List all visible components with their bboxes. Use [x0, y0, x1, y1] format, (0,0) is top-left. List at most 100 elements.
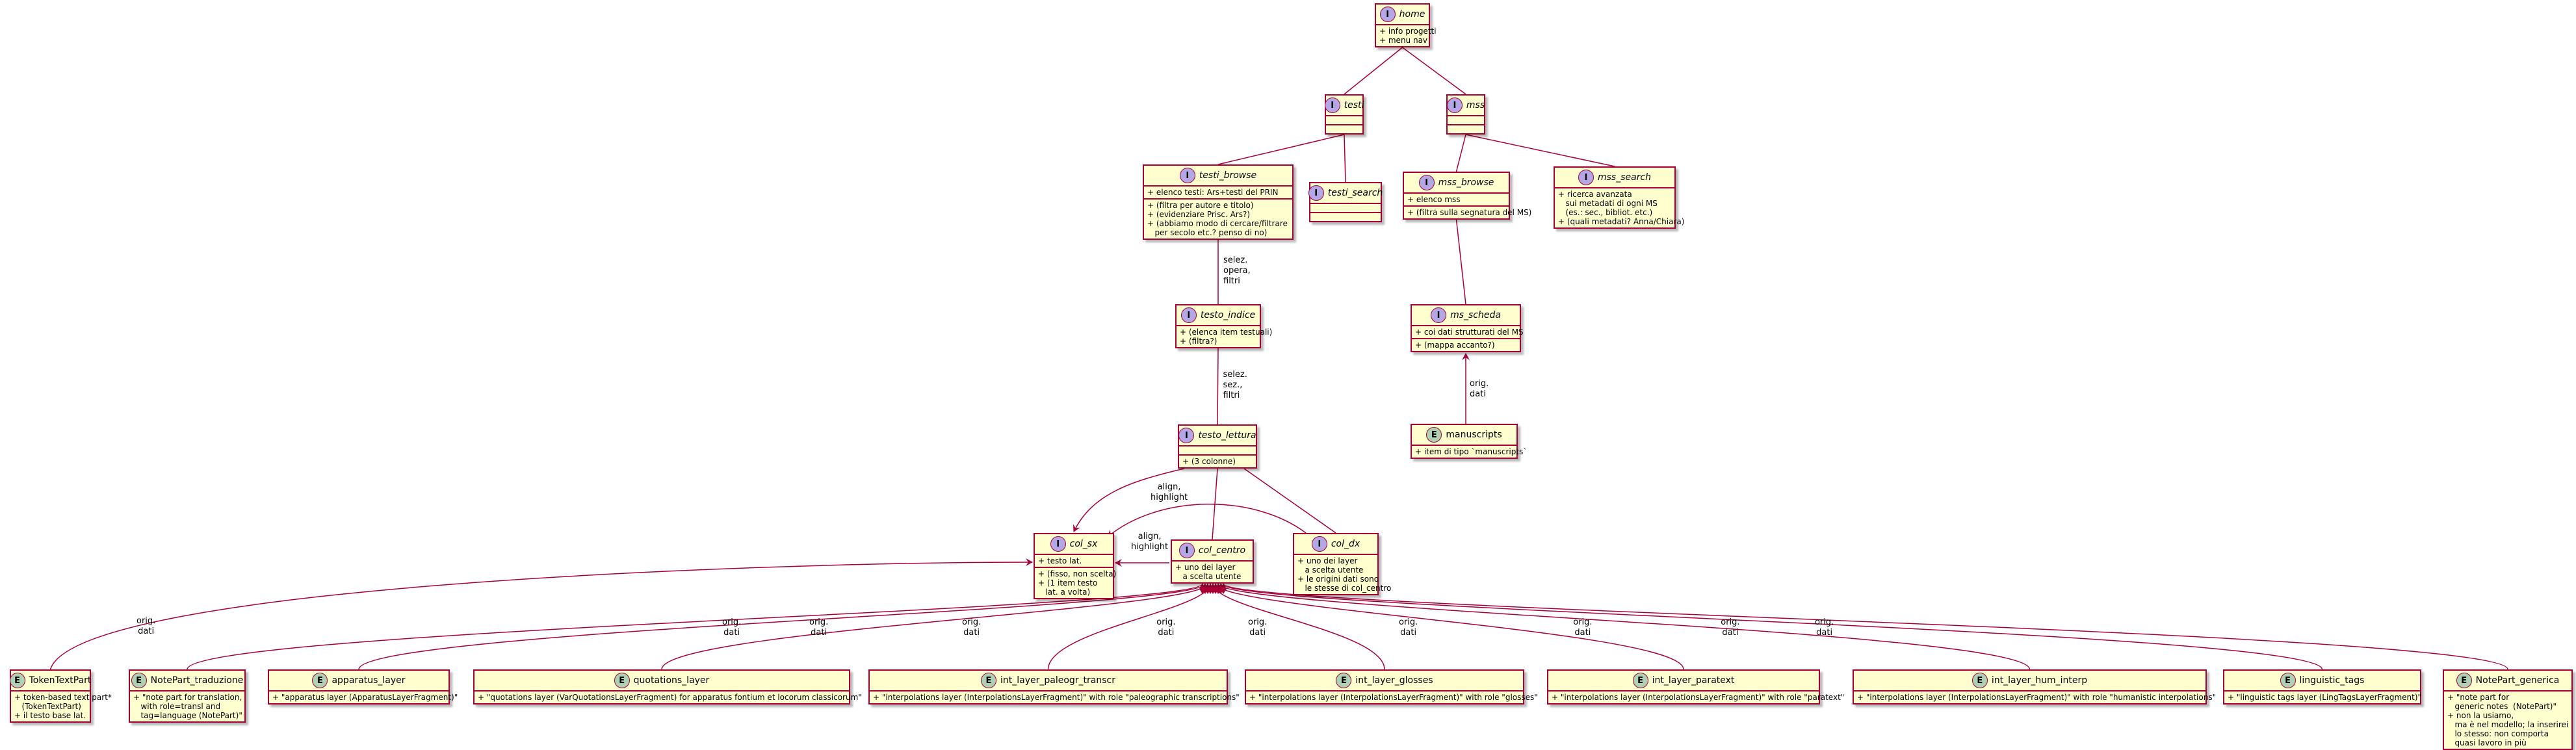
- entity-icon: E: [2456, 673, 2472, 688]
- class-member: ma è nel modello; la inserirei: [2447, 720, 2569, 729]
- edge-int-layer-hum-interp-to-col-centro: [1217, 583, 2031, 670]
- class-title: quotations_layer: [633, 675, 710, 686]
- edge-home-to-mss: [1402, 47, 1466, 95]
- edge-label: orig. dati: [1399, 617, 1418, 638]
- entity-icon: E: [614, 673, 630, 688]
- class-section: + "linguistic tags layer (LingTagsLayerF…: [2224, 692, 2422, 703]
- class-title: int_layer_hum_interp: [1991, 675, 2088, 686]
- edge-col-dx-to-col-sx: [1107, 504, 1307, 537]
- interface-icon: I: [1311, 536, 1327, 552]
- edge-label: orig. dati: [1815, 617, 1834, 638]
- class-section: [1448, 116, 1484, 125]
- edge-testo-lettura-to-col-sx: [1073, 468, 1185, 532]
- class-member: + (1 item testo: [1038, 578, 1098, 588]
- edge-int-layer-paleogr-transcr-to-col-centro: [1047, 583, 1211, 670]
- interface-icon: I: [1050, 536, 1066, 552]
- class-member: a scelta utente: [1175, 572, 1242, 581]
- class-section: + ricerca avanzata sui metadati di ogni …: [1555, 188, 1684, 227]
- class-section: + "quotations layer (VarQuotationsLayerF…: [475, 692, 862, 703]
- class-section: + elenco testi: Ars+testi del PRIN: [1144, 187, 1292, 200]
- edge-label: orig. dati: [1573, 617, 1593, 638]
- edge-label: orig. dati: [962, 617, 982, 638]
- class-member: + "interpolations layer (InterpolationsL…: [1249, 693, 1538, 702]
- class-member: + elenco testi: Ars+testi del PRIN: [1147, 188, 1279, 197]
- edge-home-to-testi: [1344, 47, 1403, 95]
- class-member: + (evidenziare Prisc. Ars?): [1147, 210, 1251, 219]
- class-section: + "interpolations layer (InterpolationsL…: [1548, 692, 1844, 703]
- class-member: + il testo base lat.: [14, 711, 86, 720]
- entity-icon: E: [131, 673, 147, 688]
- edge-label: orig. dati: [1156, 617, 1176, 638]
- entity-icon: E: [312, 673, 328, 688]
- class-member: + (elenca item testuali): [1180, 328, 1273, 337]
- class-member: sui metadati di ogni MS: [1558, 199, 1658, 208]
- class-section: + testo lat.: [1035, 555, 1113, 568]
- class-member: + (filtra per autore e titolo): [1147, 201, 1254, 210]
- class-section: [1179, 446, 1256, 456]
- class-title: col_centro: [1198, 545, 1246, 556]
- class-title: int_layer_paratext: [1652, 675, 1735, 686]
- class-title: ms_scheda: [1450, 310, 1501, 320]
- class-section: + uno dei layer a scelta utente: [1172, 562, 1253, 582]
- edge-tokentextpart-to-col-sx: [49, 558, 1033, 670]
- class-section: + "interpolations layer (InterpolationsL…: [1854, 692, 2216, 703]
- interface-icon: I: [1379, 6, 1396, 22]
- edge-testo-indice-to-testo-lettura: [1217, 348, 1219, 425]
- edge-mss-browse-to-ms-scheda: [1455, 219, 1466, 305]
- class-section: [1326, 116, 1362, 125]
- class-member: a scelta utente: [1297, 565, 1364, 575]
- class-section: + "note part for translation, with role=…: [130, 692, 244, 721]
- entity-icon: E: [1426, 427, 1442, 443]
- edge-label: align, highlight: [1151, 482, 1188, 502]
- class-title: testo_indice: [1200, 310, 1256, 320]
- class-title: col_dx: [1331, 539, 1360, 549]
- class-member: lo stesso: non comporta: [2447, 729, 2549, 738]
- class-member: + menu nav: [1379, 36, 1428, 45]
- class-title: apparatus_layer: [332, 675, 406, 686]
- class-member: + "interpolations layer (InterpolationsL…: [873, 693, 1240, 702]
- class-member: + token-based text part*: [14, 693, 112, 702]
- class-section: + item di tipo `manuscripts`: [1412, 446, 1527, 458]
- class-section: [1448, 125, 1484, 133]
- interface-icon: I: [1180, 307, 1197, 323]
- edge-testo-lettura-to-col-dx: [1243, 468, 1336, 534]
- class-section: + info progetti+ menu nav: [1376, 25, 1437, 46]
- edge-testi-to-testi-browse: [1217, 134, 1345, 165]
- class-member: lat. a volta): [1038, 588, 1091, 597]
- class-member: tag=language (NotePart)": [133, 711, 242, 720]
- interface-icon: I: [1578, 170, 1594, 185]
- class-section: [1310, 204, 1381, 213]
- class-title: testi_search: [1327, 188, 1383, 198]
- class-member: + info progetti: [1379, 27, 1437, 36]
- class-member: + ricerca avanzata: [1558, 190, 1632, 199]
- edge-linguistic-tags-to-col-centro: [1220, 583, 2323, 670]
- class-member: (es.: sec., bibliot. etc.): [1558, 208, 1653, 217]
- class-member: + "linguistic tags layer (LingTagsLayerF…: [2228, 693, 2422, 702]
- class-section: + token-based text part* (TokenTextPart)…: [11, 692, 112, 721]
